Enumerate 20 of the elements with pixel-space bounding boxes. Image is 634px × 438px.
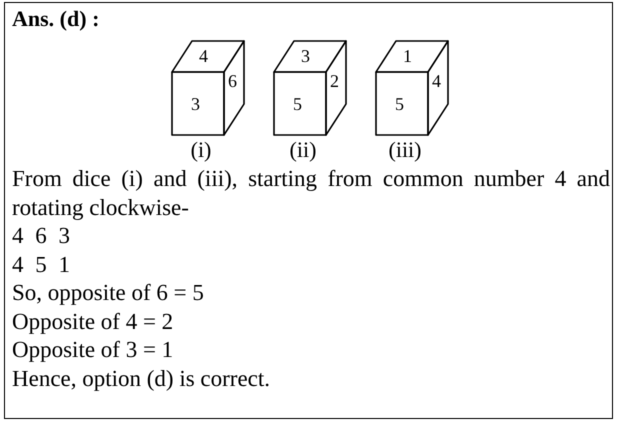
- dice-number: 5: [293, 95, 302, 113]
- solution-text: Opposite of 3 = 1: [12, 336, 174, 364]
- dice-number: 4: [199, 47, 208, 65]
- dice-number: 3: [301, 47, 310, 65]
- dice-caption: (iii): [388, 137, 422, 163]
- answer-heading: Ans. (d) :: [12, 6, 100, 32]
- dice-number: 4: [432, 72, 441, 90]
- solution-text: 4 6 3: [12, 222, 70, 250]
- dice-number: 1: [403, 47, 412, 65]
- solution-text: From dice (i) and (iii), starting from common number 4 and rotating clockwise-: [12, 165, 610, 222]
- dice-number: 6: [228, 72, 237, 90]
- dice-caption: (ii): [290, 137, 316, 163]
- dice-caption: (i): [190, 137, 212, 163]
- solution-text: Opposite of 4 = 2: [12, 308, 174, 336]
- solution-text: 4 5 1: [12, 250, 70, 278]
- solution-text: So, opposite of 6 = 5: [12, 279, 204, 307]
- solution-text: Hence, option (d) is correct.: [12, 364, 270, 393]
- dice-number: 5: [395, 95, 404, 113]
- dice-number: 3: [191, 95, 200, 113]
- dice-number: 2: [330, 72, 339, 90]
